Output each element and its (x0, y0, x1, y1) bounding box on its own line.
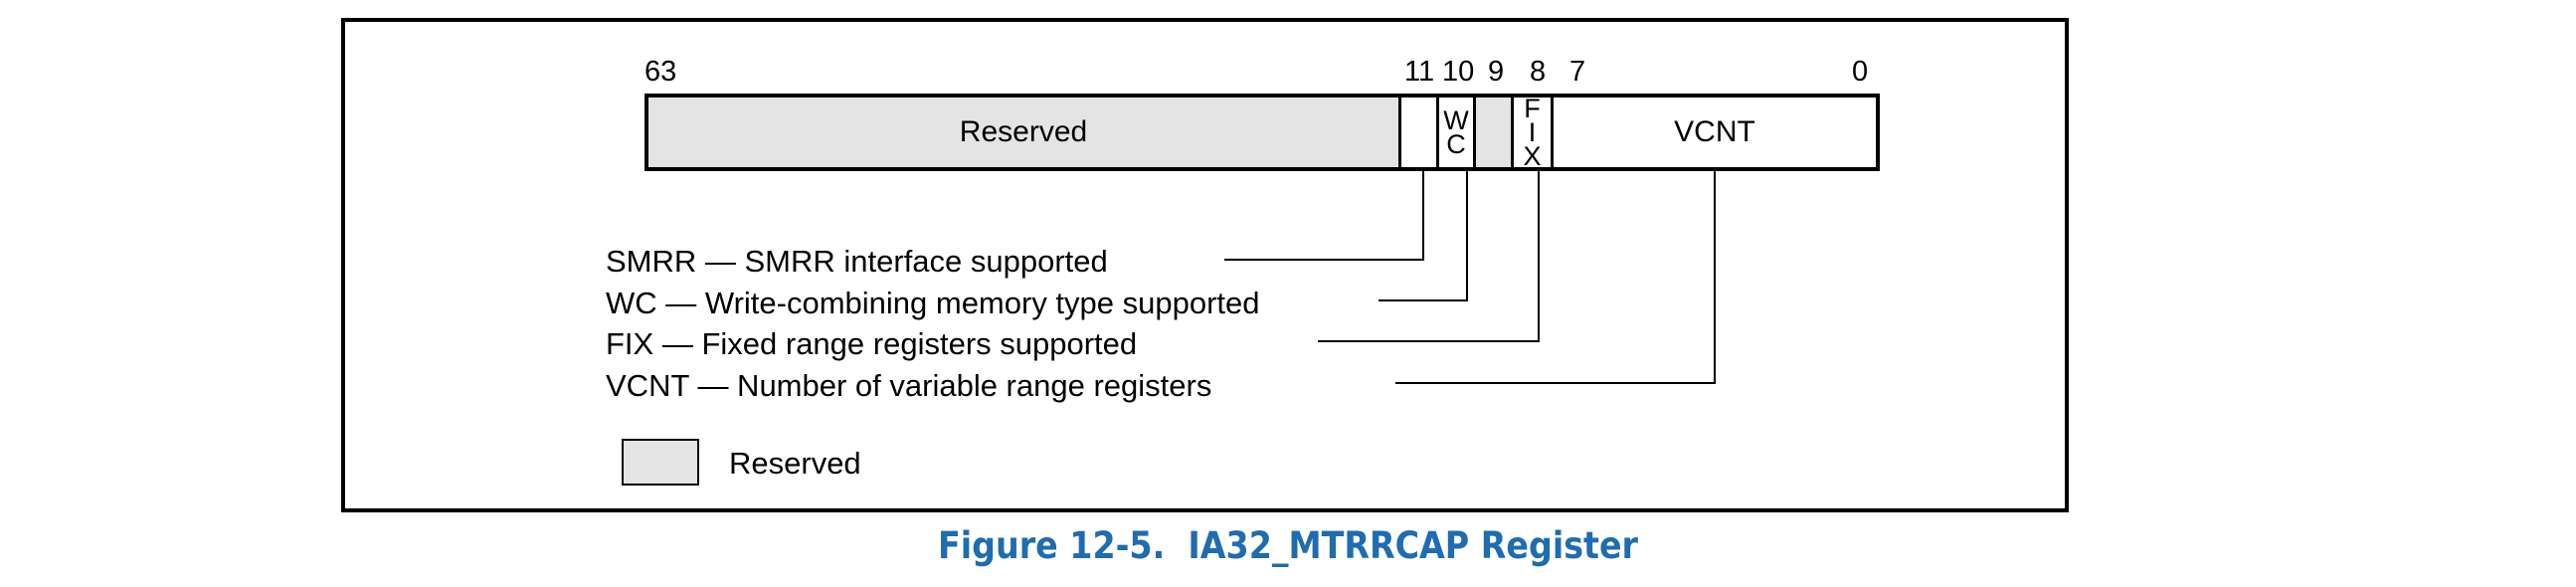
bit-label-0: 0 (1852, 56, 1869, 88)
register-field-wc: W C (1439, 98, 1476, 167)
leader-line-vcnt-vertical (1714, 171, 1716, 383)
bit-label-10: 10 (1442, 56, 1475, 88)
figure-caption: Figure 12-5. IA32_MTRRCAP Register (938, 524, 1638, 567)
register-field-vcnt-label: VCNT (1674, 115, 1755, 148)
reserved-key-swatch (622, 439, 699, 486)
leader-line-vcnt-horizontal (1395, 382, 1716, 384)
leader-line-smrr-vertical (1422, 171, 1424, 260)
register-field-reserved: Reserved (648, 98, 1401, 167)
reserved-key-label: Reserved (729, 446, 861, 481)
bit-label-9: 9 (1488, 56, 1505, 88)
legend-line-vcnt: VCNT — Number of variable range register… (606, 368, 1212, 403)
legend-line-smrr: SMRR — SMRR interface supported (606, 244, 1108, 279)
legend-line-wc: WC — Write-combining memory type support… (606, 286, 1260, 320)
register-field-vcnt: VCNT (1554, 98, 1876, 167)
legend-line-fix: FIX — Fixed range registers supported (606, 326, 1138, 361)
register-field-fix-label: F I X (1523, 93, 1542, 172)
figure-frame (341, 18, 2069, 512)
register-field-reserved-label: Reserved (959, 115, 1088, 148)
register-field-smrr (1401, 98, 1439, 167)
leader-line-smrr-horizontal (1224, 259, 1424, 261)
register-field-wc-label: W C (1443, 104, 1469, 159)
bit-label-7: 7 (1569, 56, 1586, 88)
register-field-fix: F I X (1514, 93, 1554, 172)
bit-label-63: 63 (644, 56, 677, 88)
register-field-reserved-bit9 (1476, 98, 1514, 167)
leader-line-fix-vertical (1538, 171, 1540, 341)
bit-label-8: 8 (1530, 56, 1547, 88)
leader-line-fix-horizontal (1318, 340, 1540, 342)
register-bitfield-bar: Reserved W C F I X VCNT (644, 94, 1880, 171)
bit-label-11: 11 (1404, 56, 1435, 88)
leader-line-wc-horizontal (1379, 299, 1468, 301)
leader-line-wc-vertical (1466, 171, 1468, 300)
